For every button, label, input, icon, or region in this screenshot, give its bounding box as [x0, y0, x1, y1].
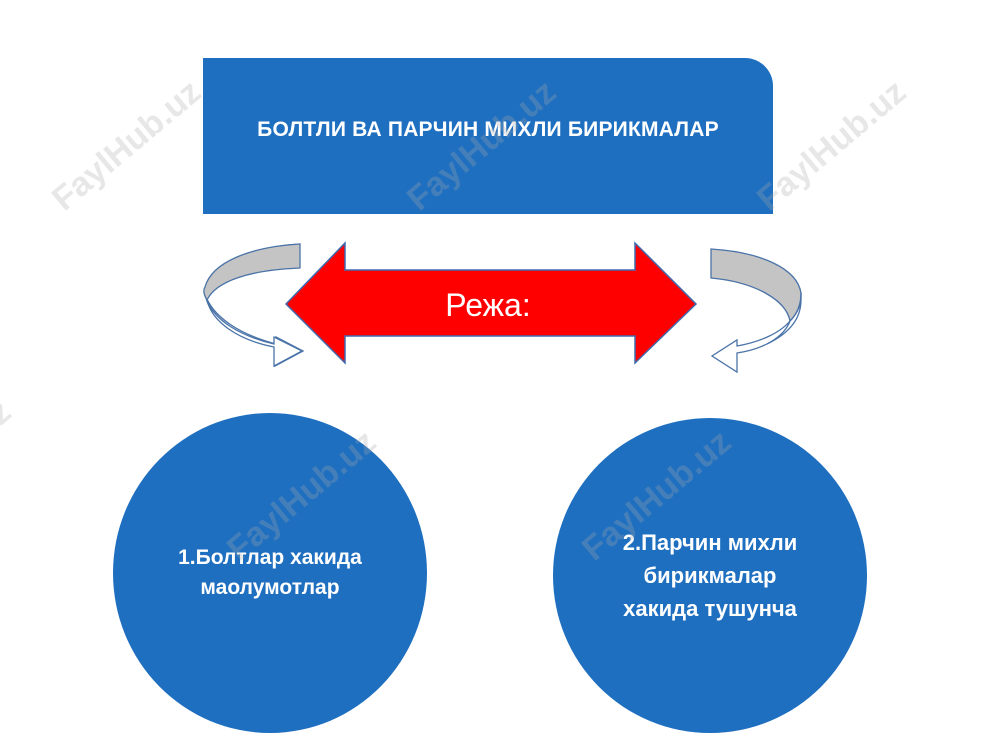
- topic-circle-rivets-line: бирикмалар: [643, 563, 777, 588]
- topic-circle-rivets-line: 2.Парчин михли: [622, 530, 798, 555]
- curved-arrow-right-icon: [710, 248, 802, 374]
- curved-arrow-left-icon: [203, 243, 305, 368]
- title-text: БОЛТЛИ ВА ПАРЧИН МИХЛИ БИРИКМАЛАР: [257, 118, 719, 141]
- topic-circle-bolts-text: 1.Болтлар хакида маолумотлар: [178, 543, 362, 603]
- plan-label: Режа:: [445, 287, 531, 323]
- topic-circle-rivets-line: хакида тушунча: [623, 596, 797, 621]
- topic-circle-rivets-text: 2.Парчин михли бирикмалар хакида тушунча: [623, 526, 798, 625]
- topic-circle-bolts: 1.Болтлар хакида маолумотлар: [113, 413, 427, 733]
- topic-circle-bolts-line: маолумотлар: [200, 576, 340, 599]
- topic-circle-rivets: 2.Парчин михли бирикмалар хакида тушунча: [553, 418, 867, 733]
- double-headed-arrow-icon: [284, 241, 698, 365]
- title-box: БОЛТЛИ ВА ПАРЧИН МИХЛИ БИРИКМАЛАР: [203, 58, 773, 214]
- topic-circle-bolts-line: 1.Болтлар хакида: [178, 546, 362, 569]
